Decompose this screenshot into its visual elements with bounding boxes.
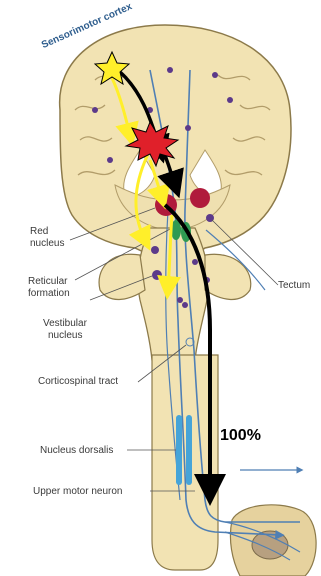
neuron-dot — [177, 297, 183, 303]
neuron-dot — [212, 72, 218, 78]
nucleus-dorsalis-bar-1 — [176, 415, 182, 485]
red-nucleus-right — [190, 188, 210, 208]
neuron-dot — [151, 246, 159, 254]
vestibular-label-1: Vestibular — [43, 318, 87, 329]
red-nucleus-label-2: nucleus — [30, 238, 64, 249]
tectum-label: Tectum — [278, 280, 310, 291]
neuron-dot — [152, 270, 162, 280]
cerebellum-left — [99, 254, 145, 299]
cerebellum-right — [205, 254, 251, 299]
red-nucleus-label-1: Red — [30, 226, 48, 237]
reticular-label-2: formation — [28, 288, 70, 299]
brainstem — [138, 228, 209, 360]
neuron-dot — [182, 302, 188, 308]
upper-motor-neuron-label: Upper motor neuron — [33, 486, 123, 497]
corticospinal-label: Corticospinal tract — [38, 376, 118, 387]
nucleus-dorsalis-bar-2 — [186, 415, 192, 485]
nucleus-dorsalis-label: Nucleus dorsalis — [40, 445, 113, 456]
neuron-dot — [107, 157, 113, 163]
vestibular-label-2: nucleus — [48, 330, 82, 341]
neuron-dot — [227, 97, 233, 103]
neuron-dot — [192, 259, 198, 265]
neuron-dot — [92, 107, 98, 113]
neuron-dot — [185, 125, 191, 131]
percent-label: 100% — [220, 427, 261, 445]
neuron-dot — [167, 67, 173, 73]
reticular-label-1: Reticular — [28, 276, 67, 287]
